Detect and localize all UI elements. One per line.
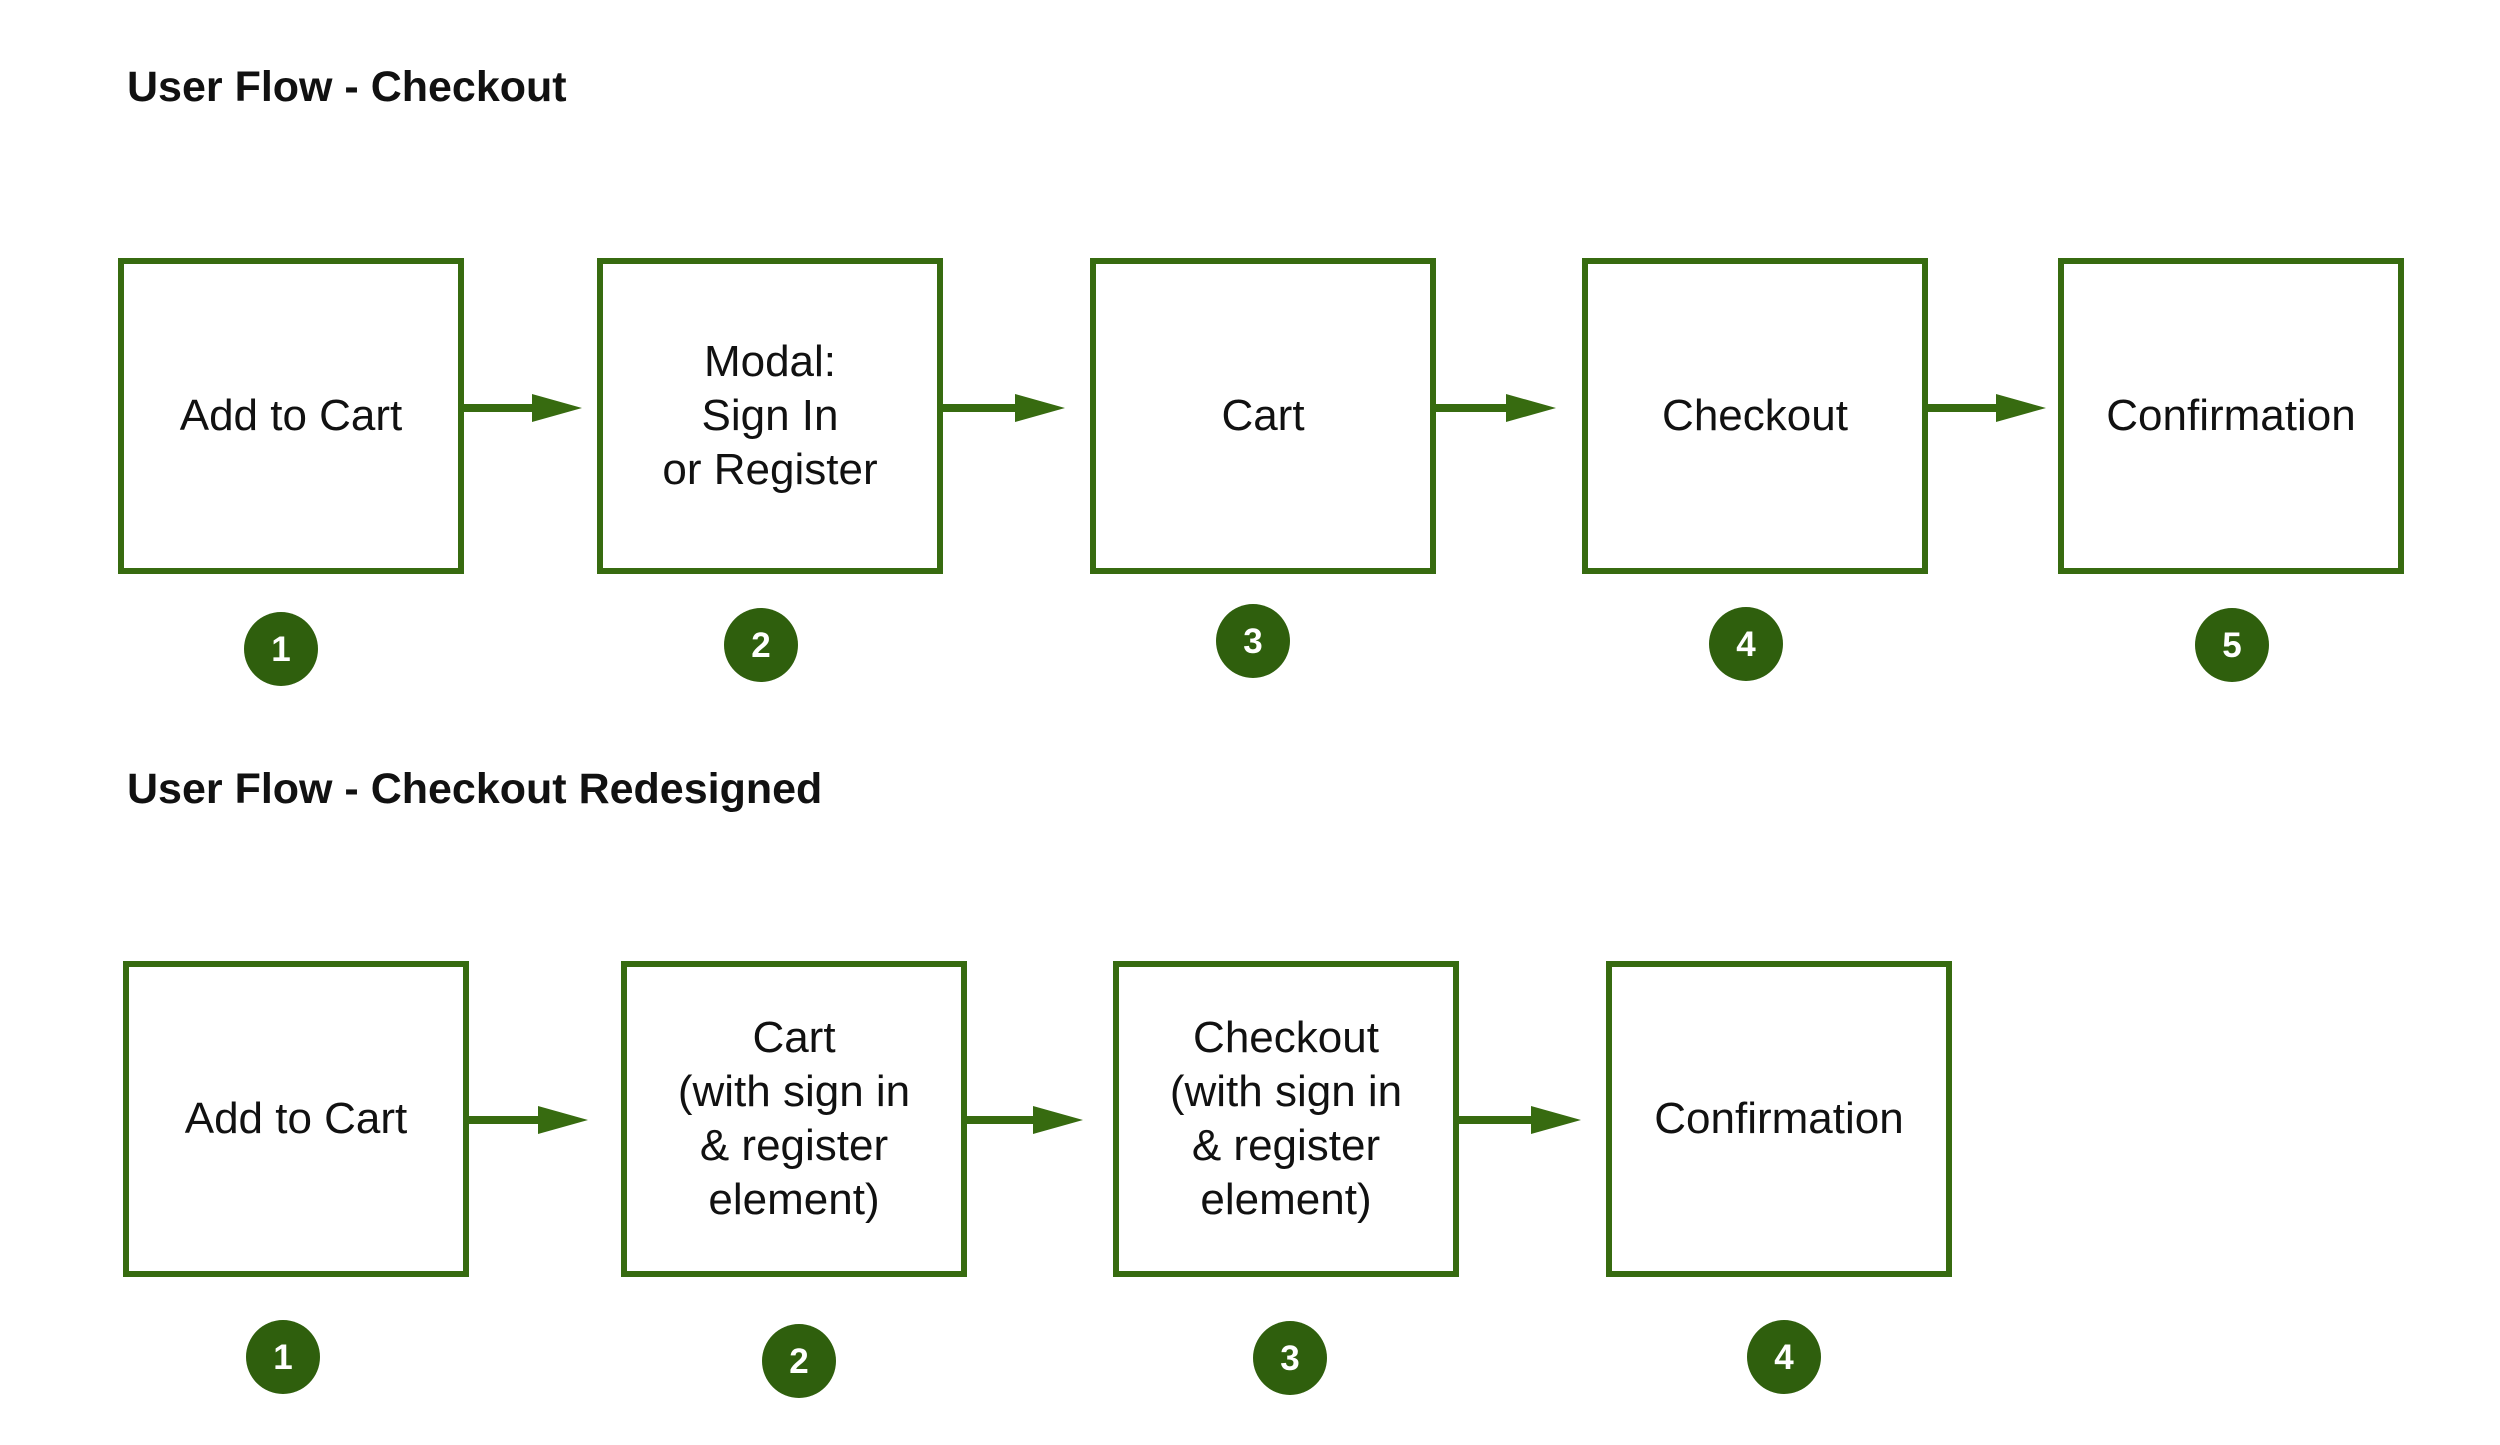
step-box-cart: Cart — [1090, 258, 1436, 574]
step-box-confirmation: Confirmation — [2058, 258, 2404, 574]
step-number-badge: 3 — [1216, 604, 1290, 678]
step-label: Checkout — [1662, 391, 1848, 440]
step-label: Cart — [1221, 391, 1305, 440]
step-label: Cart (with sign in & register element) — [677, 1013, 911, 1224]
arrow-connector — [464, 388, 582, 428]
step-label: Add to Cart — [184, 1094, 408, 1143]
step-box-cart-with-sign-in: Cart (with sign in & register element) — [621, 961, 967, 1277]
step-box-add-to-cart: Add to Cart — [123, 961, 469, 1277]
flow-title-checkout-redesigned: User Flow - Checkout Redesigned — [127, 765, 823, 813]
step-number-badge: 4 — [1709, 607, 1783, 681]
arrow-connector — [464, 1100, 588, 1140]
step-box-add-to-cart: Add to Cart — [118, 258, 464, 574]
step-box-checkout-with-sign-in: Checkout (with sign in & register elemen… — [1113, 961, 1459, 1277]
arrow-connector — [1459, 1100, 1581, 1140]
step-label: Add to Cart — [179, 391, 403, 440]
step-box-confirmation: Confirmation — [1606, 961, 1952, 1277]
step-number-badge: 2 — [762, 1324, 836, 1398]
step-number-badge: 1 — [244, 612, 318, 686]
step-number-badge: 2 — [724, 608, 798, 682]
step-number-badge: 3 — [1253, 1321, 1327, 1395]
arrow-connector — [1436, 388, 1556, 428]
step-label: Confirmation — [1654, 1094, 1904, 1143]
arrow-connector — [963, 1100, 1083, 1140]
step-number-badge: 1 — [246, 1320, 320, 1394]
step-label: Confirmation — [2106, 391, 2356, 440]
step-box-checkout: Checkout — [1582, 258, 1928, 574]
step-box-modal-sign-in: Modal: Sign In or Register — [597, 258, 943, 574]
step-number-badge: 4 — [1747, 1320, 1821, 1394]
arrow-connector — [943, 388, 1065, 428]
flow-title-checkout: User Flow - Checkout — [127, 63, 567, 111]
step-label: Modal: Sign In or Register — [662, 337, 878, 494]
step-label: Checkout (with sign in & register elemen… — [1169, 1013, 1403, 1224]
step-number-badge: 5 — [2195, 608, 2269, 682]
arrow-connector — [1928, 388, 2046, 428]
